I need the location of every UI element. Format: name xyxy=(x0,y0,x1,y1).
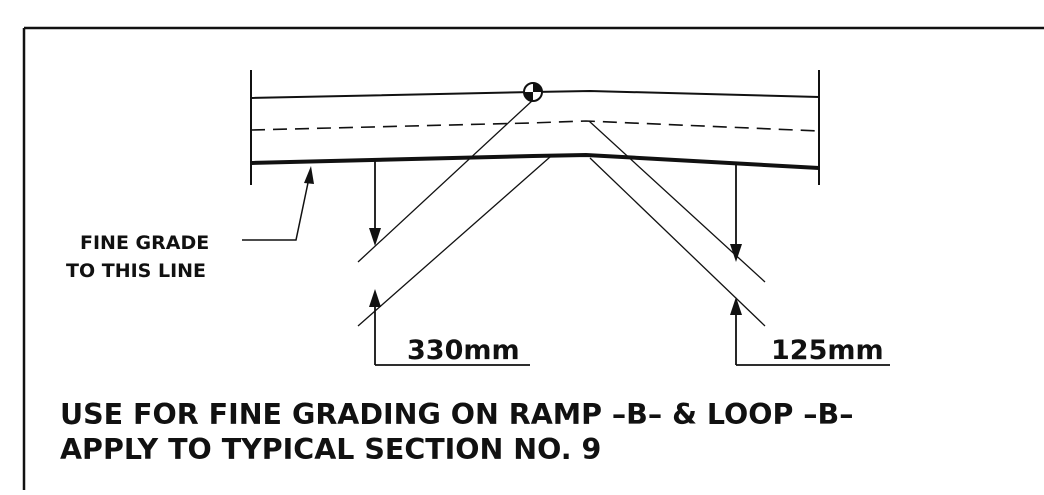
right-dimension-label: 125mm xyxy=(771,335,884,366)
left-dimension-label: 330mm xyxy=(407,335,520,366)
arrow-up-icon xyxy=(369,289,381,307)
fine-grade-line xyxy=(250,152,820,170)
note-line-2: APPLY TO TYPICAL SECTION NO. 9 xyxy=(60,433,601,466)
arrowheads xyxy=(369,228,742,315)
pavement-section xyxy=(250,70,820,185)
sheet-border xyxy=(22,26,1044,490)
right-upper-diagonal xyxy=(588,120,766,283)
arrow-up-icon xyxy=(304,166,314,184)
subgrade-dashed-line xyxy=(250,120,820,132)
right-lower-diagonal xyxy=(589,157,766,327)
left-upper-diagonal xyxy=(357,99,534,263)
callout-line-1: FINE GRADE xyxy=(80,232,209,254)
depth-lines xyxy=(357,99,766,327)
left-lower-diagonal xyxy=(357,156,551,327)
arrow-down-icon xyxy=(369,228,381,246)
fine-grade-callout-leader xyxy=(242,166,314,241)
dimension-arrows xyxy=(374,160,890,366)
finished-grade-line xyxy=(250,89,820,99)
note-line-1: USE FOR FINE GRADING ON RAMP –B– & LOOP … xyxy=(60,398,854,431)
arrow-up-icon xyxy=(730,297,742,315)
arrow-down-icon xyxy=(730,244,742,262)
centerline-symbol-icon xyxy=(523,82,543,102)
callout-line-2: TO THIS LINE xyxy=(66,260,206,282)
